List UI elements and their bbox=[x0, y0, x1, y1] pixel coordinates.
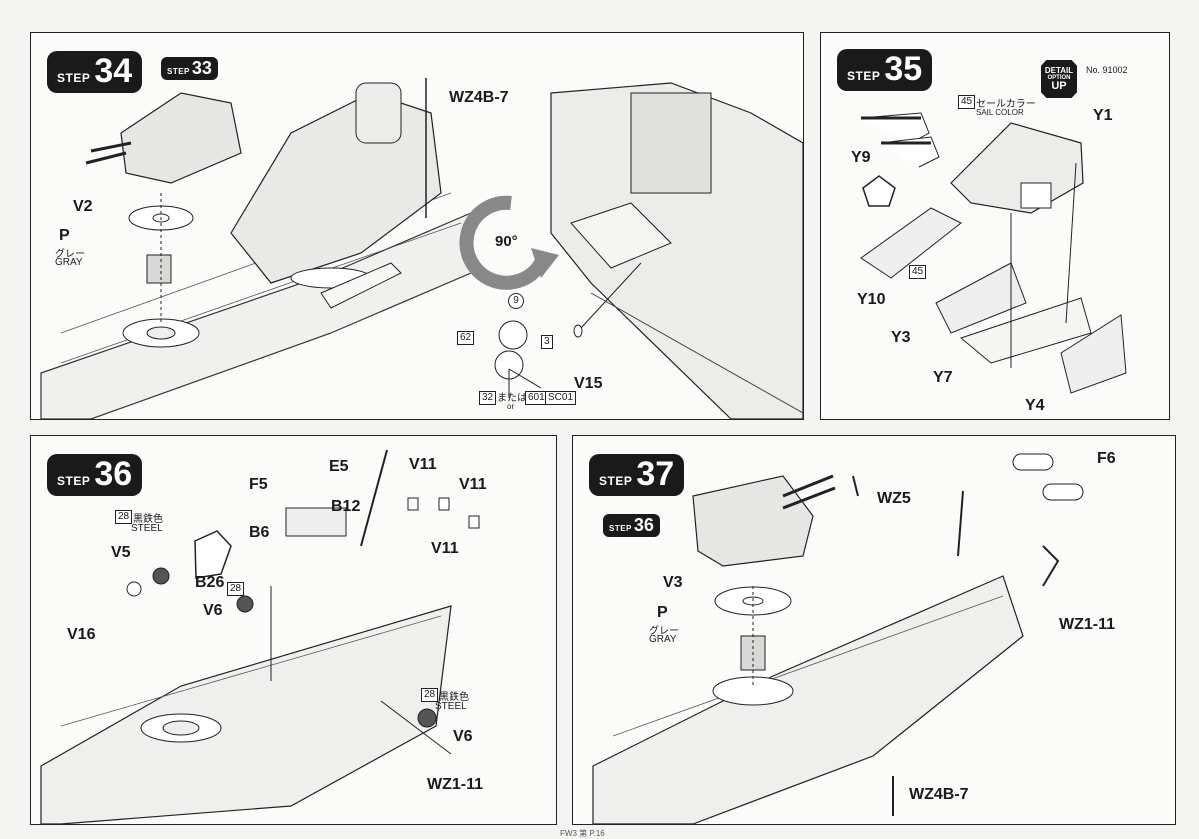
step-35-panel: STEP 35 No. 91002 45 セールカラー SAIL COLOR Y… bbox=[820, 32, 1170, 420]
step-34-badge: STEP 34 bbox=[47, 51, 143, 93]
parts-number-9: 9 bbox=[508, 293, 524, 309]
part-label-y10: Y10 bbox=[857, 291, 886, 308]
part-label-wz4b-7: WZ4B-7 bbox=[449, 89, 509, 106]
step-word: STEP bbox=[609, 524, 632, 533]
color-label-gray-jp: グレー bbox=[649, 626, 679, 637]
step-37-panel: STEP 37 STEP 36 F6 WZ5 V3 P グレー GRAY WZ1… bbox=[572, 435, 1176, 825]
or-label-jp: または bbox=[497, 393, 527, 404]
part-label-wz1-11: WZ1-11 bbox=[1059, 616, 1116, 633]
step-number: 37 bbox=[636, 455, 675, 493]
part-label-y7: Y7 bbox=[933, 369, 953, 386]
step-35-illustration bbox=[860, 112, 1127, 394]
part-label-e5: E5 bbox=[329, 458, 349, 475]
step-36-illustration bbox=[40, 449, 480, 824]
part-label-wz4b-7: WZ4B-7 bbox=[909, 786, 969, 803]
page-footer: FW3 第 P.16 bbox=[560, 829, 605, 838]
part-label-v3: V3 bbox=[663, 574, 683, 591]
steel-color-label-en: STEEL bbox=[131, 523, 163, 534]
step-number: 36 bbox=[633, 515, 654, 535]
parts-number-3: 3 bbox=[541, 335, 553, 349]
step-number: 35 bbox=[884, 50, 923, 88]
detail-up-badge: DETAIL OPTION UP bbox=[1041, 60, 1077, 98]
parts-number-45b: 45 bbox=[909, 265, 927, 279]
part-label-p: P bbox=[59, 227, 70, 244]
part-label-v11-b: V11 bbox=[459, 476, 487, 493]
part-label-v2: V2 bbox=[73, 198, 93, 215]
step-34-illustration bbox=[40, 78, 803, 419]
step-word: STEP bbox=[847, 69, 881, 83]
color-label-gray-en: GRAY bbox=[649, 634, 677, 645]
detail-up-line2: OPTION bbox=[1047, 75, 1071, 81]
part-label-v16: V16 bbox=[67, 626, 96, 643]
step-37-illustration bbox=[592, 453, 1084, 824]
parts-number-32: 32 bbox=[479, 391, 497, 405]
part-label-y1: Y1 bbox=[1093, 107, 1113, 124]
part-label-wz5: WZ5 bbox=[877, 490, 911, 507]
parts-number-28-a: 28 bbox=[115, 510, 133, 524]
part-label-v11-a: V11 bbox=[409, 456, 437, 473]
part-label-v6-a: V6 bbox=[203, 602, 223, 619]
parts-number-28-c: 28 bbox=[421, 688, 439, 702]
part-label-wz1-11: WZ1-11 bbox=[427, 776, 484, 793]
part-label-y3: Y3 bbox=[891, 329, 911, 346]
part-label-f6: F6 bbox=[1097, 450, 1116, 467]
color-label-gray-jp: グレー bbox=[55, 249, 85, 260]
parts-number-sc01: SC01 bbox=[545, 391, 577, 405]
detail-up-line1: DETAIL bbox=[1044, 66, 1074, 75]
step-34-panel: STEP 34 STEP 33 V2 P グレー GRAY WZ4B-7 90°… bbox=[30, 32, 804, 420]
part-label-v15: V15 bbox=[574, 375, 603, 392]
part-label-p: P bbox=[657, 604, 668, 621]
part-label-b6: B6 bbox=[249, 524, 270, 541]
part-label-f5: F5 bbox=[249, 476, 268, 493]
detail-up-line3: UP bbox=[1051, 80, 1067, 92]
sail-color-label-en: SAIL COLOR bbox=[976, 108, 1024, 117]
step-36-panel: STEP 36 E5 V11 V11 V11 F5 B12 B6 B26 28 … bbox=[30, 435, 557, 825]
parts-number-62: 62 bbox=[457, 331, 475, 345]
step-word: STEP bbox=[57, 71, 91, 85]
step-number: 33 bbox=[191, 58, 212, 78]
steel-color-label-jp: 黒鉄色 bbox=[133, 514, 163, 525]
step-number: 36 bbox=[94, 455, 133, 493]
part-label-v5: V5 bbox=[111, 544, 131, 561]
part-label-b26: B26 bbox=[195, 574, 225, 591]
catalog-number: No. 91002 bbox=[1086, 65, 1128, 75]
color-label-gray-en: GRAY bbox=[55, 257, 83, 268]
step-37-badge: STEP 37 bbox=[589, 454, 685, 496]
step-word: STEP bbox=[167, 67, 190, 76]
rotate-90-label: 90° bbox=[495, 233, 518, 250]
step-33-reference-badge: STEP 33 bbox=[161, 57, 218, 80]
part-label-b12: B12 bbox=[331, 498, 361, 515]
parts-number-28-b: 28 bbox=[227, 582, 245, 596]
step-word: STEP bbox=[599, 474, 633, 488]
or-label-en: or bbox=[507, 402, 515, 411]
step-36-reference-badge: STEP 36 bbox=[603, 514, 660, 537]
parts-number-45: 45 bbox=[958, 95, 976, 109]
step-word: STEP bbox=[57, 474, 91, 488]
step-number: 34 bbox=[94, 52, 133, 90]
part-label-y4: Y4 bbox=[1025, 397, 1045, 414]
step-35-badge: STEP 35 bbox=[837, 49, 933, 91]
part-label-v11-c: V11 bbox=[431, 540, 459, 557]
part-label-y9: Y9 bbox=[851, 149, 871, 166]
part-label-v6-b: V6 bbox=[453, 728, 473, 745]
steel-color-label-en-2: STEEL bbox=[435, 701, 467, 712]
step-36-badge: STEP 36 bbox=[47, 454, 143, 496]
steel-color-label-jp-2: 黒鉄色 bbox=[439, 692, 469, 703]
sail-color-label-jp: セールカラー bbox=[976, 99, 1036, 110]
